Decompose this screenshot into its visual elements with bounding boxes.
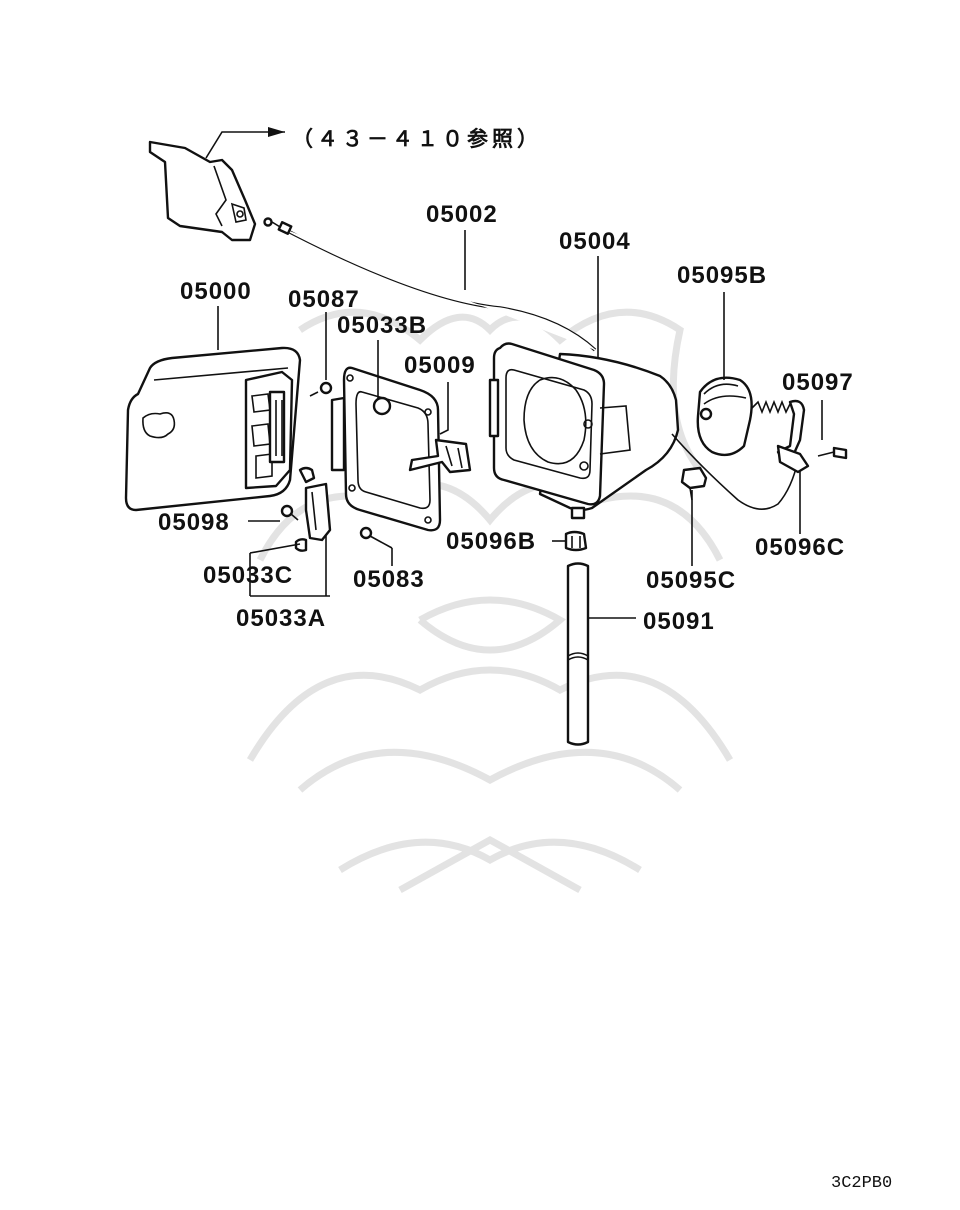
screw-05098 xyxy=(248,504,299,522)
label-05033B: 05033B xyxy=(337,312,427,339)
reference-leader-line xyxy=(205,131,285,159)
diagram-code: 3C2PB0 xyxy=(831,1174,892,1193)
watermark-emblem xyxy=(246,308,734,894)
label-05004: 05004 xyxy=(559,228,631,255)
seal-plate-05033B xyxy=(330,340,442,532)
label-05000: 05000 xyxy=(180,278,252,305)
screw-05087 xyxy=(309,312,333,397)
label-05095B: 05095B xyxy=(677,262,767,289)
reference-arrow-icon xyxy=(268,127,285,137)
screw-05083 xyxy=(359,526,393,566)
clip-05095C xyxy=(680,466,708,566)
label-05033C: 05033C xyxy=(203,562,293,589)
label-05087: 05087 xyxy=(288,286,360,313)
hinge-05033A xyxy=(249,466,332,597)
label-05091: 05091 xyxy=(643,608,715,635)
reference-bracket: （４３－４１０参照） xyxy=(148,127,542,242)
tether-05096C xyxy=(671,399,810,534)
hose-05091 xyxy=(566,562,636,746)
screw-05097 xyxy=(817,400,848,460)
cable-05002 xyxy=(263,217,597,352)
label-05009: 05009 xyxy=(404,352,476,379)
label-05096B: 05096B xyxy=(446,528,536,555)
reference-note: （４３－４１０参照） xyxy=(292,127,542,151)
label-05096C: 05096C xyxy=(755,534,845,561)
fuel-housing-05004 xyxy=(488,256,680,520)
label-05095C: 05095C xyxy=(646,567,736,594)
latch-05009 xyxy=(408,382,472,474)
label-05033A: 05033A xyxy=(236,605,326,632)
fuel-lid-05000 xyxy=(124,306,302,512)
label-05083: 05083 xyxy=(353,566,425,593)
clamp-05096B xyxy=(552,530,588,552)
label-05002: 05002 xyxy=(426,201,498,228)
label-05098: 05098 xyxy=(158,509,230,536)
label-05097: 05097 xyxy=(782,369,854,396)
cap-05095B xyxy=(696,292,753,457)
